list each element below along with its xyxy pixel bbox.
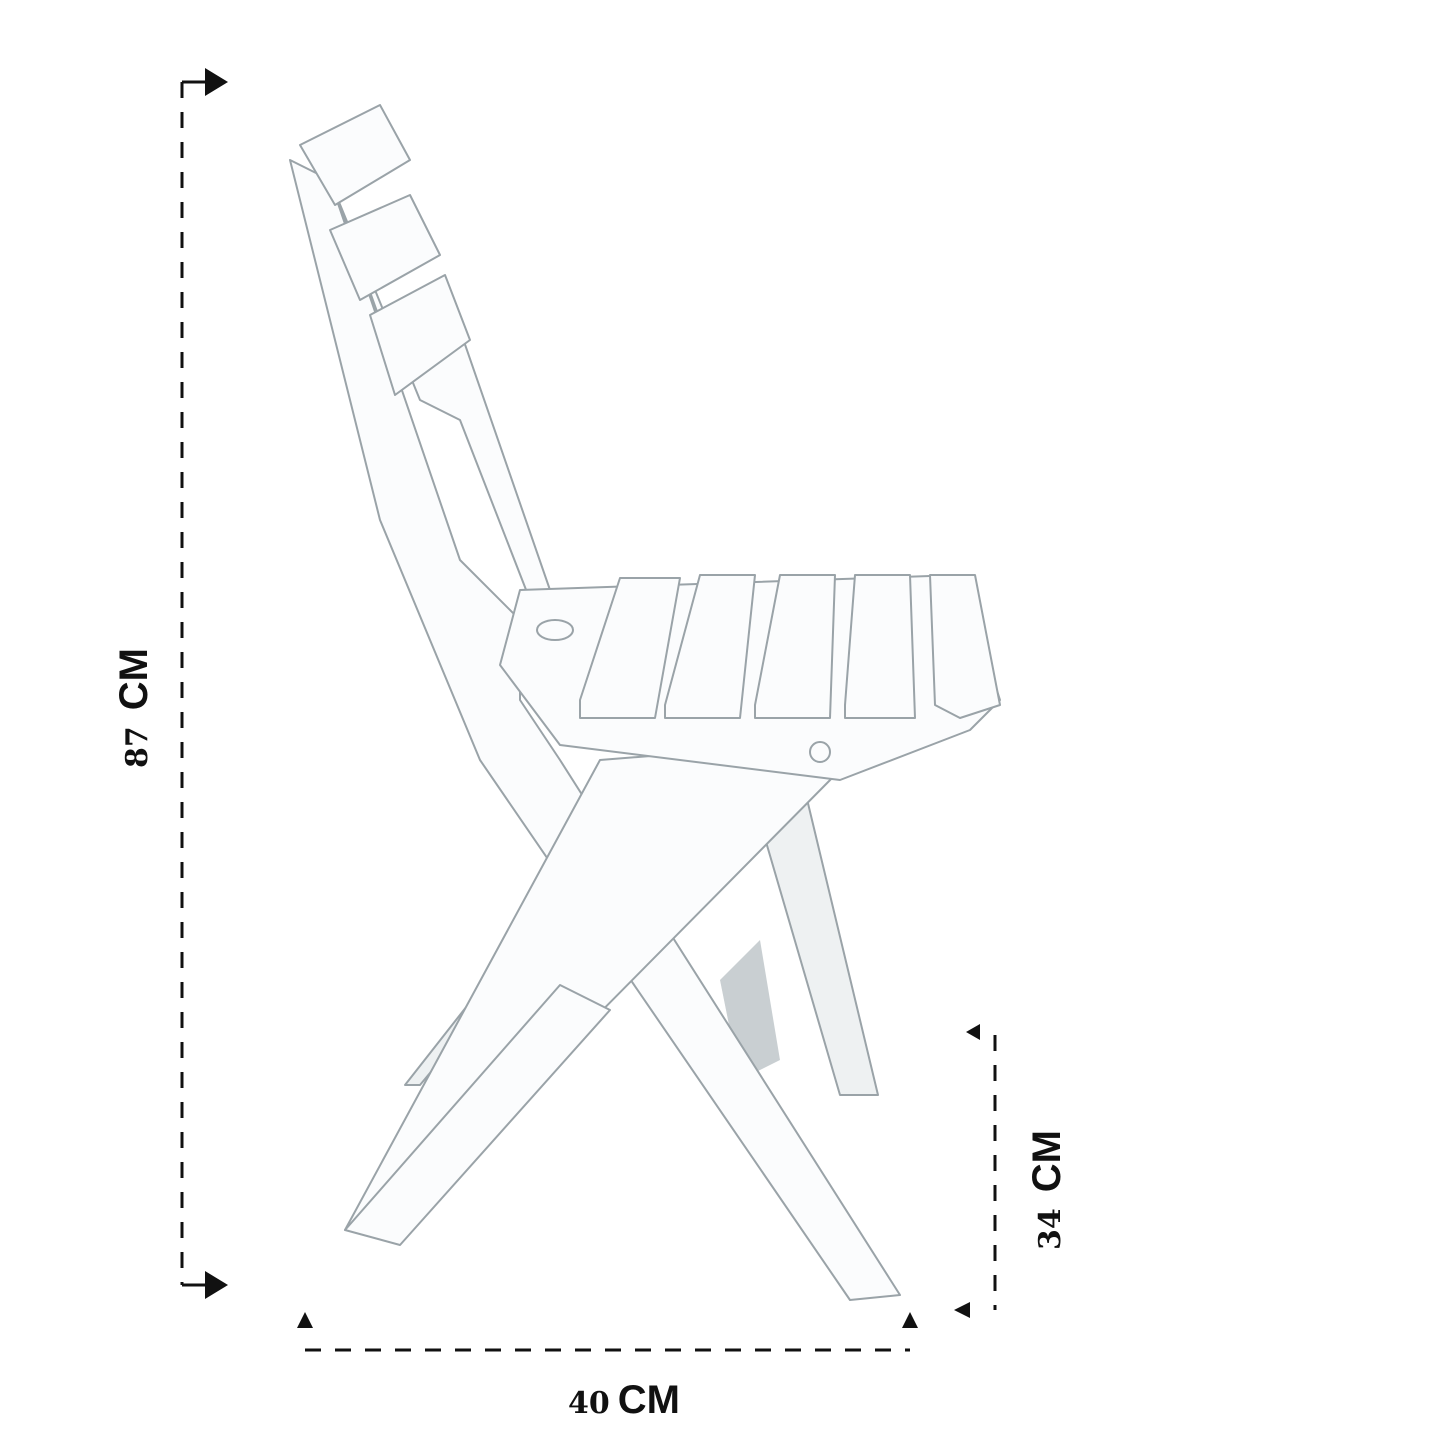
arrow-left-top <box>966 1024 980 1040</box>
arrow-left-bottom <box>954 1302 970 1318</box>
depth-unit: CM <box>617 1378 680 1422</box>
depth-value: 40 <box>568 1386 610 1421</box>
seat-slat-2 <box>664 574 756 719</box>
backrest-slat-1 <box>299 104 411 206</box>
seat-slat-4 <box>844 574 916 719</box>
folding-chair-illustration <box>289 104 1001 1301</box>
backrest-slat-2 <box>329 194 441 301</box>
hinge-pin <box>809 741 831 763</box>
arrow-up-left <box>297 1312 313 1328</box>
seat-slat-3 <box>754 574 836 719</box>
arrowheads <box>205 68 980 1328</box>
seat-slat-1 <box>579 577 681 719</box>
seat-slat-5 <box>929 574 1001 719</box>
seat-height-label: 34 CM <box>1025 1130 1070 1250</box>
backrest-slat-3 <box>369 274 471 396</box>
front-leg-lower <box>344 984 611 1246</box>
logo-badge <box>536 619 574 641</box>
seat-height-value: 34 <box>1033 1208 1068 1250</box>
arrow-right-top <box>205 68 228 96</box>
height-label: 87 CM <box>112 648 157 768</box>
arrow-up-right <box>902 1312 918 1328</box>
arrow-right-bottom <box>205 1271 228 1299</box>
depth-label: 40 CM <box>568 1378 680 1423</box>
height-value: 87 <box>120 726 155 768</box>
height-unit: CM <box>112 648 156 711</box>
seat-height-unit: CM <box>1025 1130 1069 1193</box>
